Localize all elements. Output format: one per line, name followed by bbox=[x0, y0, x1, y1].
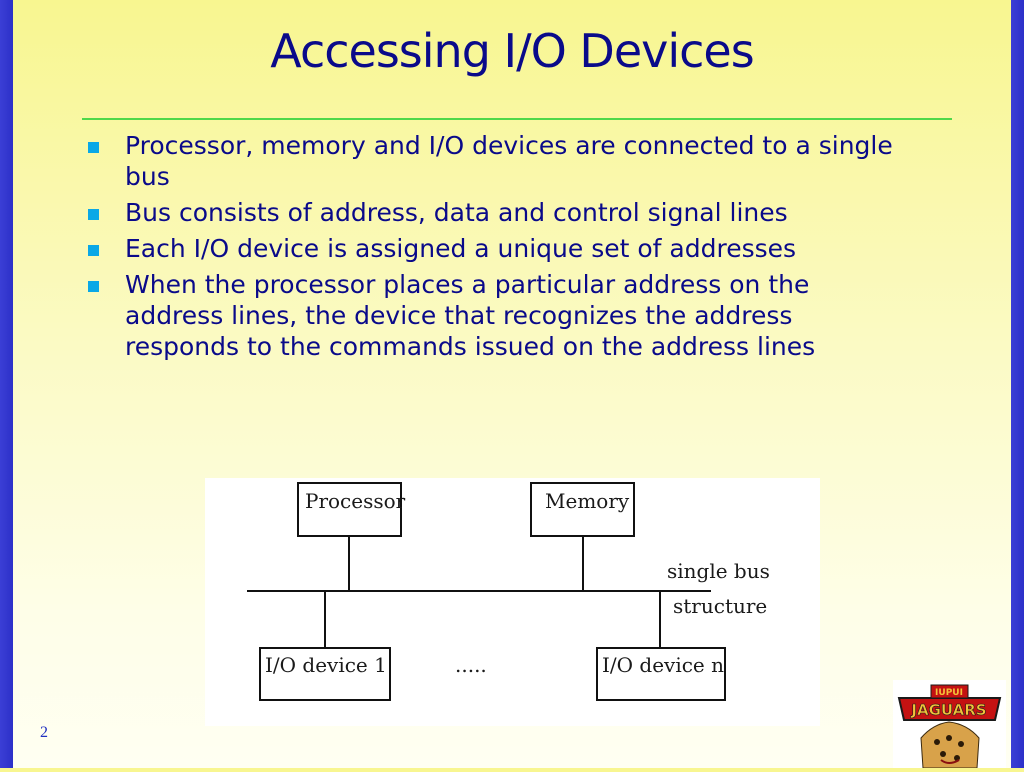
slide-title: Accessing I/O Devices bbox=[270, 24, 754, 78]
jaguars-logo: JAGUARS IUPUI bbox=[893, 680, 1006, 769]
square-bullet-icon bbox=[88, 209, 99, 220]
io-device-1-box bbox=[259, 647, 391, 701]
ellipsis-label: ..... bbox=[455, 653, 487, 677]
io-device-1-label: I/O device 1 bbox=[265, 653, 387, 677]
bullet-list: Processor, memory and I/O devices are co… bbox=[88, 130, 908, 367]
bus-label-line1: single bus bbox=[667, 559, 770, 583]
processor-label: Processor bbox=[305, 489, 406, 513]
jaguar-logo-icon: JAGUARS IUPUI bbox=[893, 680, 1006, 769]
logo-main-text: JAGUARS bbox=[910, 701, 986, 719]
bullet-text: Each I/O device is assigned a unique set… bbox=[125, 234, 797, 263]
square-bullet-icon bbox=[88, 281, 99, 292]
bullet-item: Each I/O device is assigned a unique set… bbox=[88, 233, 908, 264]
bus-diagram-svg: Processor Memory I/O device 1 ..... I/O … bbox=[247, 482, 770, 701]
bullet-item: When the processor places a particular a… bbox=[88, 269, 908, 362]
memory-label: Memory bbox=[545, 489, 630, 513]
title-divider bbox=[82, 118, 952, 120]
bus-structure-diagram: Processor Memory I/O device 1 ..... I/O … bbox=[205, 478, 820, 726]
square-bullet-icon bbox=[88, 245, 99, 256]
bus-label-line2: structure bbox=[673, 594, 767, 618]
bullet-text: Bus consists of address, data and contro… bbox=[125, 198, 788, 227]
bullet-item: Bus consists of address, data and contro… bbox=[88, 197, 908, 228]
right-border-bar bbox=[1011, 0, 1024, 768]
square-bullet-icon bbox=[88, 142, 99, 153]
logo-top-text: IUPUI bbox=[935, 688, 963, 698]
bullet-text: Processor, memory and I/O devices are co… bbox=[125, 131, 893, 191]
io-device-n-label: I/O device n bbox=[602, 653, 724, 677]
page-number: 2 bbox=[40, 724, 48, 741]
bullet-item: Processor, memory and I/O devices are co… bbox=[88, 130, 908, 192]
bullet-text: When the processor places a particular a… bbox=[125, 270, 816, 361]
left-border-bar bbox=[0, 0, 13, 768]
io-device-n-box bbox=[596, 647, 726, 701]
